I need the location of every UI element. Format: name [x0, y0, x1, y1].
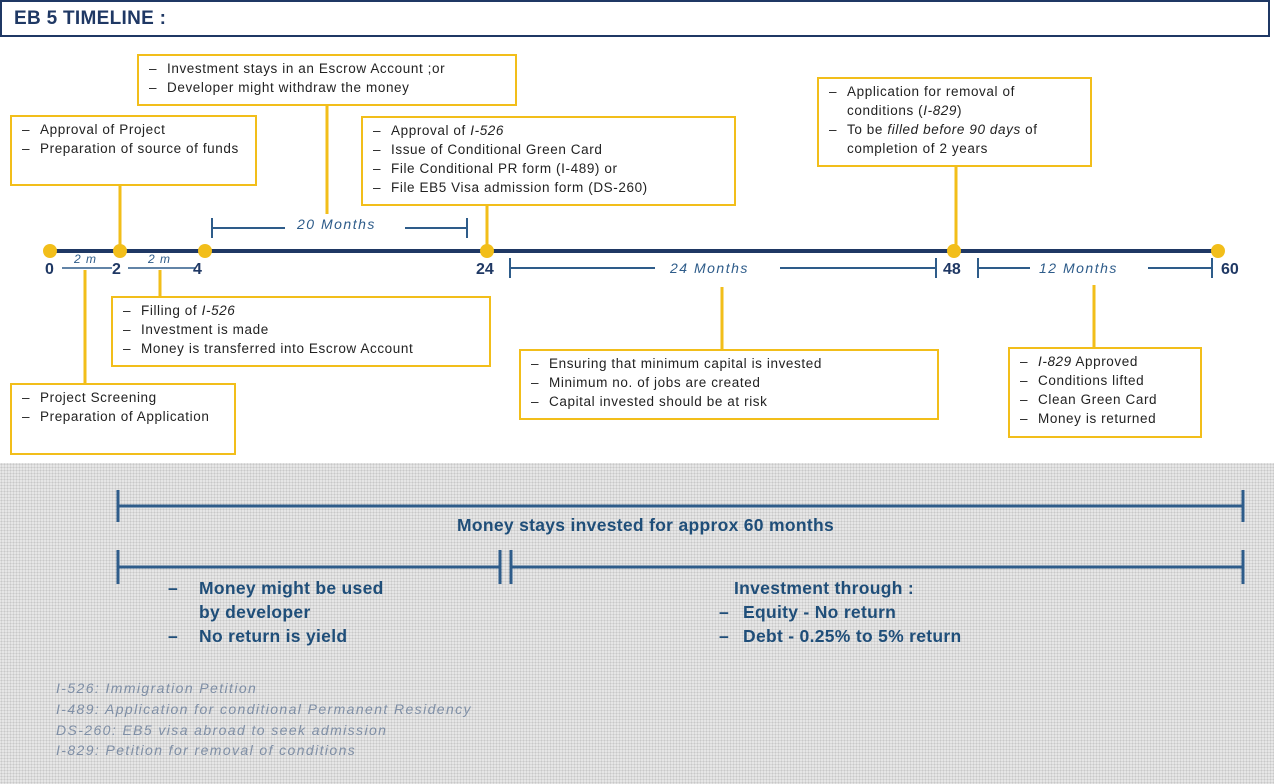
list-item: Capital invested should be at risk [531, 392, 931, 411]
glossary-item: DS-260: EB5 visa abroad to seek admissio… [56, 721, 388, 738]
list-item: Approval of I-526 [373, 121, 728, 140]
list-item: –Debt - 0.25% to 5% return [719, 626, 962, 646]
box-ensuring: Ensuring that minimum capital is investe… [519, 349, 939, 420]
dot-0 [43, 244, 57, 258]
list-item: Filling of I-526 [123, 301, 483, 320]
summary-left-block: –Money might be used by developer –No re… [168, 576, 384, 648]
span-label-4-24: 20 Months [293, 216, 380, 232]
span-4-24 [211, 218, 468, 238]
list-item: I-829 Approved [1020, 352, 1194, 371]
box-screening: Project Screening Preparation of Applica… [10, 383, 236, 455]
dot-48 [947, 244, 961, 258]
list-item: Money is returned [1020, 409, 1194, 428]
tick-label-2: 2 [112, 261, 121, 278]
tick-label-24: 24 [476, 261, 494, 278]
span-label-24-48: 24 Months [666, 260, 753, 276]
list-item: Minimum no. of jobs are created [531, 373, 931, 392]
box-escrow: Investment stays in an Escrow Account ;o… [137, 54, 517, 106]
connectors [83, 105, 1096, 384]
list-item: Approval of Project [22, 120, 249, 139]
box-approval-project: Approval of Project Preparation of sourc… [10, 115, 257, 186]
summary-right-block: –Equity - No return –Debt - 0.25% to 5% … [719, 600, 962, 648]
list-item: Developer might withdraw the money [149, 78, 509, 97]
glossary-item: I-489: Application for conditional Perma… [56, 700, 472, 717]
box-approval-526: Approval of I-526 Issue of Conditional G… [361, 116, 736, 206]
list-item: Preparation of source of funds [22, 139, 249, 158]
list-item: Preparation of Application [22, 407, 228, 426]
dot-24 [480, 244, 494, 258]
span-24-48 [509, 258, 937, 278]
glossary: I-526: Immigration Petition I-489: Appli… [56, 678, 472, 761]
list-item: –Equity - No return [719, 602, 897, 622]
summary-right-title: Investment through : [734, 578, 915, 598]
list-item: –No return is yield [168, 626, 348, 646]
list-item: Ensuring that minimum capital is investe… [531, 354, 931, 373]
page-title: EB 5 TIMELINE : [14, 8, 167, 29]
list-item: Investment is made [123, 320, 483, 339]
list-item: File EB5 Visa admission form (DS-260) [373, 178, 728, 197]
tick-label-4: 4 [193, 261, 202, 278]
box-filling: Filling of I-526 Investment is made Mone… [111, 296, 491, 367]
glossary-item: I-829: Petition for removal of condition… [56, 742, 357, 759]
box-removal: Application for removal of conditions (I… [817, 77, 1092, 167]
list-item: Clean Green Card [1020, 390, 1194, 409]
dot-4 [198, 244, 212, 258]
tick-label-48: 48 [943, 261, 961, 278]
list-item: Application for removal of conditions (I… [829, 82, 1084, 120]
box-approved: I-829 Approved Conditions lifted Clean G… [1008, 347, 1202, 438]
list-item: Investment stays in an Escrow Account ;o… [149, 59, 509, 78]
title-bar: EB 5 TIMELINE : [0, 0, 1270, 37]
tick-label-60: 60 [1221, 261, 1239, 278]
list-item: Conditions lifted [1020, 371, 1194, 390]
span-48-60 [977, 258, 1213, 278]
span-label-48-60: 12 Months [1035, 260, 1122, 276]
summary-panel [0, 463, 1274, 784]
dot-60 [1211, 244, 1225, 258]
list-item: by developer [199, 602, 311, 622]
list-item: Project Screening [22, 388, 228, 407]
glossary-item: I-526: Immigration Petition [56, 680, 258, 696]
span-label-0-2: 2 m [74, 252, 98, 266]
list-item: To be filled before 90 days of completio… [829, 120, 1084, 158]
tick-label-0: 0 [45, 261, 54, 278]
list-item: File Conditional PR form (I-489) or [373, 159, 728, 178]
list-item: –Money might be used [168, 578, 384, 598]
summary-main-label: Money stays invested for approx 60 month… [457, 515, 834, 535]
dot-2 [113, 244, 127, 258]
span-label-2-4: 2 m [148, 252, 172, 266]
list-item: Issue of Conditional Green Card [373, 140, 728, 159]
list-item: Money is transferred into Escrow Account [123, 339, 483, 358]
milestone-dots [43, 244, 1225, 258]
